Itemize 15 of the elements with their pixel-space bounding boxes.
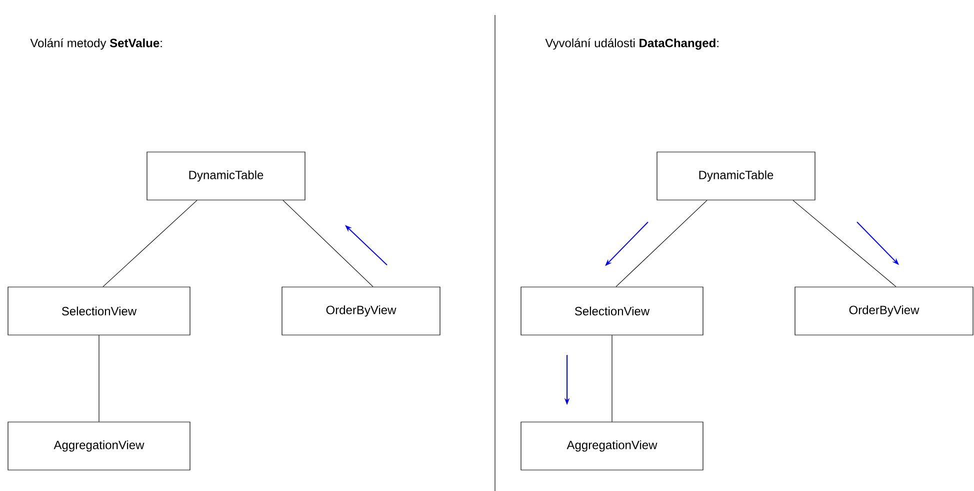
class-box: SelectionView bbox=[8, 286, 190, 336]
class-box: AggregationView bbox=[520, 422, 704, 470]
class-box: SelectionView bbox=[520, 286, 704, 336]
class-box: OrderByView bbox=[282, 286, 440, 336]
class-box: DynamicTable bbox=[656, 152, 816, 200]
heading-text: Volání metody SetValue: bbox=[30, 38, 162, 50]
class-box: DynamicTable bbox=[146, 152, 306, 200]
connector-line bbox=[102, 200, 198, 287]
class-box: AggregationView bbox=[8, 422, 190, 470]
heading-text: Vyvolání události DataChanged: bbox=[545, 38, 718, 50]
connector-line bbox=[282, 200, 374, 287]
connector-line bbox=[98, 335, 100, 422]
connector-line bbox=[616, 200, 708, 287]
connector-line bbox=[792, 200, 896, 287]
class-box: OrderByView bbox=[794, 286, 974, 336]
